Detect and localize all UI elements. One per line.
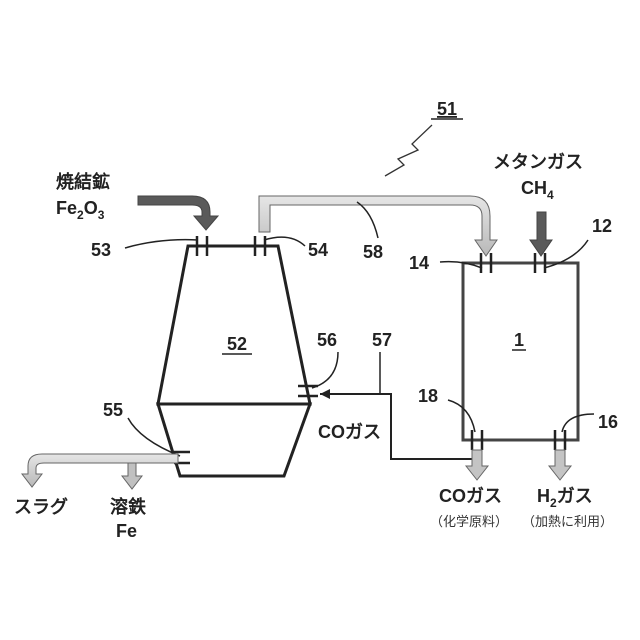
- furnace-lower-shell: [158, 404, 310, 476]
- ch4-label: CH4: [521, 178, 554, 202]
- sinter-ore-label: 焼結鉱: [56, 171, 110, 192]
- co-gas-out-arrow: [466, 450, 488, 480]
- system-ref-51: 51: [437, 99, 457, 119]
- leader-56: [312, 352, 338, 388]
- co-line-arrowhead: [320, 389, 330, 399]
- ref-55: 55: [103, 400, 123, 420]
- sinter-ore-arrow: [138, 196, 218, 230]
- h2-gas-out-arrow: [549, 450, 571, 480]
- fe2o3-label: Fe2O3: [56, 198, 105, 222]
- molten-iron-arrow: [122, 463, 142, 489]
- furnace-ref-52: 52: [227, 334, 247, 354]
- co-gas-mid-label: COガス: [318, 422, 381, 442]
- zigzag-leader: [385, 125, 432, 176]
- ref-16: 16: [598, 412, 618, 432]
- furnace-upper-shell: [158, 246, 310, 404]
- slag-arrow: [22, 454, 178, 487]
- h2-gas-label: H2ガス: [537, 486, 593, 510]
- ref-12: 12: [592, 216, 612, 236]
- reformer-ref-1: 1: [514, 330, 524, 350]
- ref-58: 58: [363, 242, 383, 262]
- h2-gas-note: （加熱に利用）: [522, 514, 613, 529]
- co-gas-note: （化学原料）: [430, 514, 508, 529]
- ref-53: 53: [91, 240, 111, 260]
- reformer-vessel: [463, 263, 578, 440]
- co-gas-out-label: COガス: [439, 486, 502, 506]
- methane-arrow: [530, 212, 552, 256]
- methane-gas-label: メタンガス: [493, 152, 583, 172]
- slag-label: スラグ: [14, 496, 68, 517]
- ref-57: 57: [372, 330, 392, 350]
- ref-56: 56: [317, 330, 337, 350]
- ref-18: 18: [418, 386, 438, 406]
- ref-14: 14: [409, 253, 429, 273]
- fe-label: Fe: [116, 521, 137, 541]
- ref-54: 54: [308, 240, 328, 260]
- leader-58: [357, 202, 378, 238]
- molten-iron-label: 溶鉄: [110, 496, 146, 517]
